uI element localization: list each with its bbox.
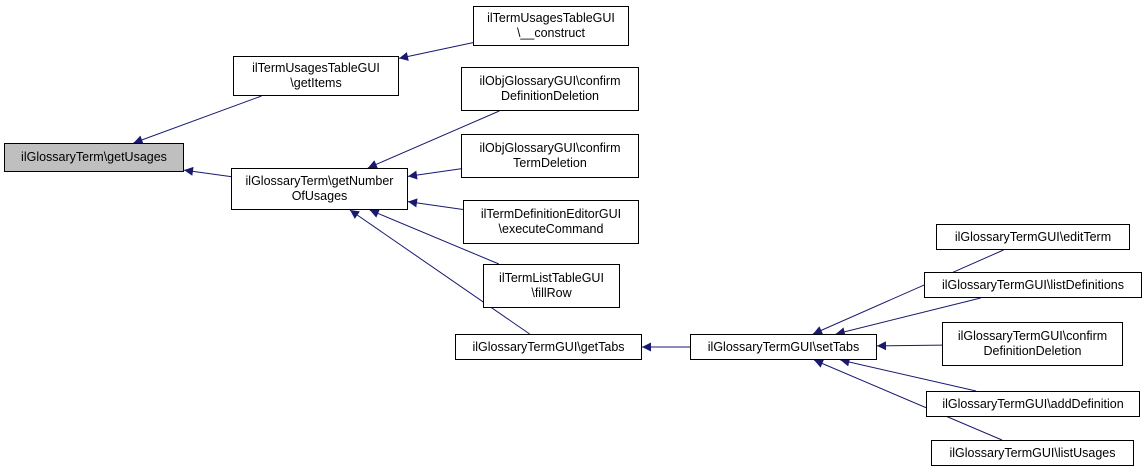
node-glossary-term-gui-list-usages[interactable]: ilGlossaryTermGUI\listUsages	[931, 440, 1134, 466]
node-label: ilTermDefinitionEditorGUI\executeCommand	[480, 207, 622, 236]
edge-number_of_usages-to-root	[183, 166, 232, 178]
node-label: ilTermUsagesTableGUI\__construct	[487, 11, 615, 40]
edge-get_tabs-to-number_of_usages	[349, 209, 530, 335]
node-label: ilGlossaryTermGUI\editTerm	[954, 229, 1112, 244]
node-label: ilTermUsagesTableGUI\getItems	[252, 61, 380, 90]
node-term-usages-table-construct[interactable]: ilTermUsagesTableGUI\__construct	[473, 6, 629, 46]
node-glossary-term-gui-list-definitions[interactable]: ilGlossaryTermGUI\listDefinitions	[924, 272, 1142, 298]
node-label: ilGlossaryTermGUI\listDefinitions	[942, 277, 1124, 292]
edge-confirm_term_deletion-to-number_of_usages	[407, 168, 462, 180]
node-glossary-term-gui-edit-term[interactable]: ilGlossaryTermGUI\editTerm	[936, 224, 1130, 250]
edge-gt_confirm_def_deletion-to-set_tabs	[876, 341, 943, 351]
edge-add_definition-to-set_tabs	[840, 357, 977, 392]
node-label: ilGlossaryTerm\getUsages	[21, 150, 167, 164]
node-label: ilGlossaryTermGUI\setTabs	[707, 339, 860, 354]
edge-edit_term-to-set_tabs	[812, 249, 1004, 335]
node-glossary-term-gui-get-tabs[interactable]: ilGlossaryTermGUI\getTabs	[455, 334, 642, 360]
node-label: ilTermListTableGUI\fillRow	[499, 271, 604, 300]
node-term-list-table-fill-row[interactable]: ilTermListTableGUI\fillRow	[483, 264, 620, 308]
node-term-definition-editor-execute-command[interactable]: ilTermDefinitionEditorGUI\executeCommand	[463, 200, 639, 244]
edge-execute_command-to-number_of_usages	[407, 198, 464, 210]
edge-confirm_def_deletion-to-number_of_usages	[367, 110, 500, 169]
edge-fill_row-to-number_of_usages	[369, 209, 500, 265]
node-label: ilGlossaryTermGUI\getTabs	[472, 339, 625, 354]
edge-list_usages-to-set_tabs	[813, 359, 1003, 441]
node-label: ilGlossaryTermGUI\listUsages	[949, 445, 1116, 460]
node-glossary-term-gui-set-tabs[interactable]: ilGlossaryTermGUI\setTabs	[690, 334, 877, 360]
node-glossary-term-gui-add-definition[interactable]: ilGlossaryTermGUI\addDefinition	[926, 391, 1140, 417]
edge-usages_items-to-root	[133, 95, 262, 145]
node-root-get-usages: ilGlossaryTerm\getUsages	[4, 143, 184, 172]
edge-usages_construct-to-usages_items	[398, 42, 474, 61]
edge-list_definitions-to-set_tabs	[835, 297, 981, 337]
node-term-usages-table-get-items[interactable]: ilTermUsagesTableGUI\getItems	[233, 56, 399, 96]
node-label: ilGlossaryTermGUI\addDefinition	[942, 396, 1124, 411]
